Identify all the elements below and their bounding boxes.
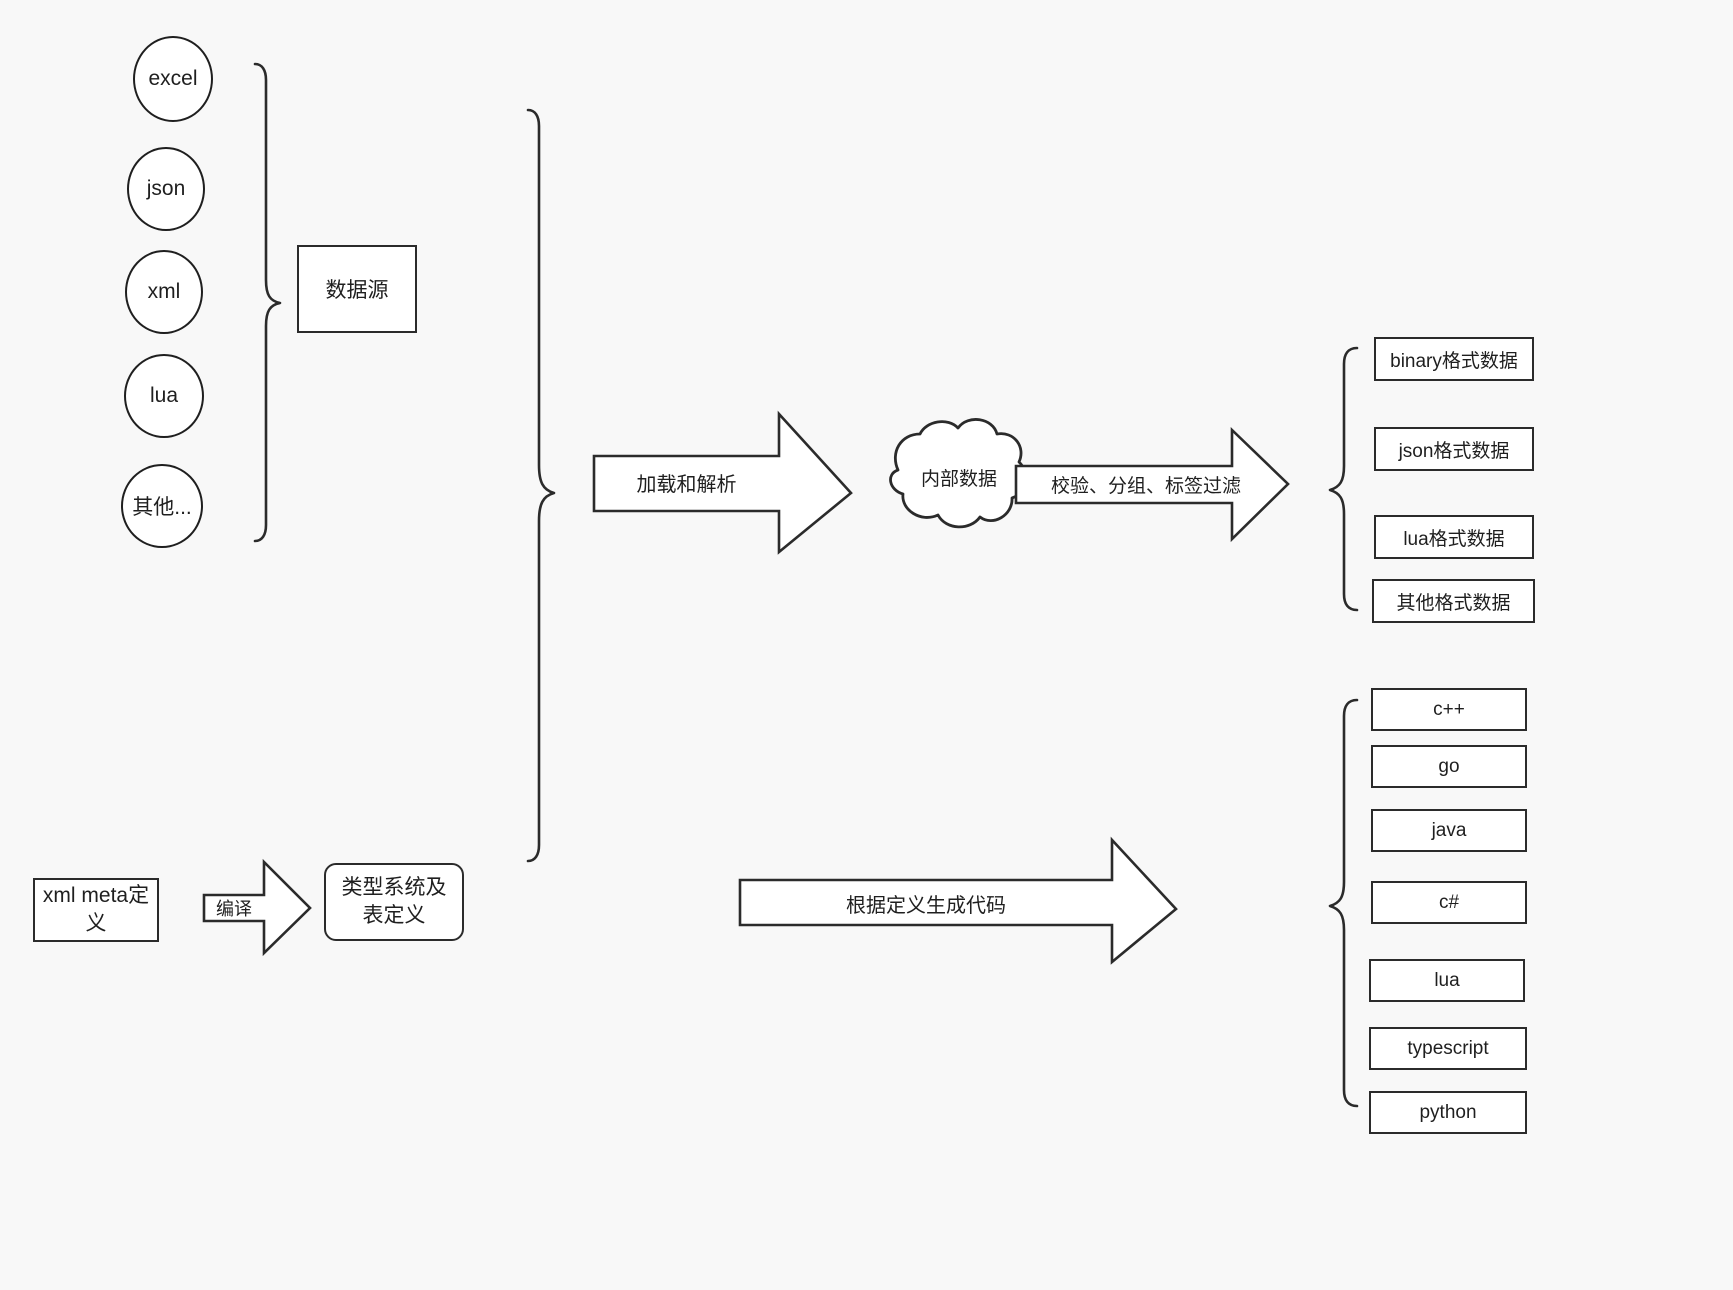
output-language-typescript[interactable]: typescript <box>1369 1027 1527 1070</box>
output-language-label: typescript <box>1407 1037 1489 1059</box>
data-formats-brace <box>1328 346 1359 612</box>
output-language-python[interactable]: python <box>1369 1091 1527 1134</box>
output-language-label: java <box>1431 819 1467 841</box>
languages-brace <box>1328 698 1359 1108</box>
internal-data-cloud <box>889 418 1027 529</box>
source-label: lua <box>149 384 179 407</box>
validate-filter-arrow <box>1014 426 1290 543</box>
output-format-lua[interactable]: lua格式数据 <box>1374 515 1534 559</box>
source-node-json[interactable]: json <box>127 147 205 231</box>
output-language-lua[interactable]: lua <box>1369 959 1525 1002</box>
output-language-csharp[interactable]: c# <box>1371 881 1527 924</box>
data-source-box[interactable]: 数据源 <box>297 245 417 333</box>
source-label: json <box>146 177 186 200</box>
output-language-go[interactable]: go <box>1371 745 1527 788</box>
sources-brace <box>253 62 282 543</box>
source-label: 其他... <box>132 496 192 519</box>
output-format-label: 其他格式数据 <box>1396 592 1511 614</box>
output-language-label: lua <box>1434 969 1460 991</box>
output-language-label: c# <box>1438 891 1460 913</box>
output-language-java[interactable]: java <box>1371 809 1527 852</box>
output-format-label: lua格式数据 <box>1403 528 1505 550</box>
output-language-label: c++ <box>1433 698 1465 720</box>
output-format-label: json格式数据 <box>1398 440 1510 462</box>
source-label: excel <box>148 67 198 90</box>
output-format-other[interactable]: 其他格式数据 <box>1372 579 1535 623</box>
source-label: xml <box>147 280 181 303</box>
load-parse-arrow <box>592 410 853 555</box>
source-node-xml[interactable]: xml <box>125 250 203 334</box>
xml-meta-label: xml meta定义 <box>42 883 150 935</box>
output-language-cpp[interactable]: c++ <box>1371 688 1527 731</box>
output-format-binary[interactable]: binary格式数据 <box>1374 337 1534 381</box>
data-source-label: 数据源 <box>325 279 389 302</box>
codegen-arrow <box>738 836 1178 965</box>
output-format-label: binary格式数据 <box>1390 350 1518 372</box>
inputs-group-brace <box>526 108 556 863</box>
type-system-box[interactable]: 类型系统及表定义 <box>324 863 464 941</box>
compile-arrow <box>202 858 312 957</box>
type-system-label: 类型系统及表定义 <box>341 875 447 927</box>
output-format-json[interactable]: json格式数据 <box>1374 427 1534 471</box>
source-node-lua[interactable]: lua <box>124 354 204 438</box>
source-node-other[interactable]: 其他... <box>121 464 203 548</box>
xml-meta-box[interactable]: xml meta定义 <box>33 878 159 942</box>
source-node-excel[interactable]: excel <box>133 36 213 122</box>
output-language-label: go <box>1438 755 1460 777</box>
output-language-label: python <box>1419 1101 1477 1123</box>
